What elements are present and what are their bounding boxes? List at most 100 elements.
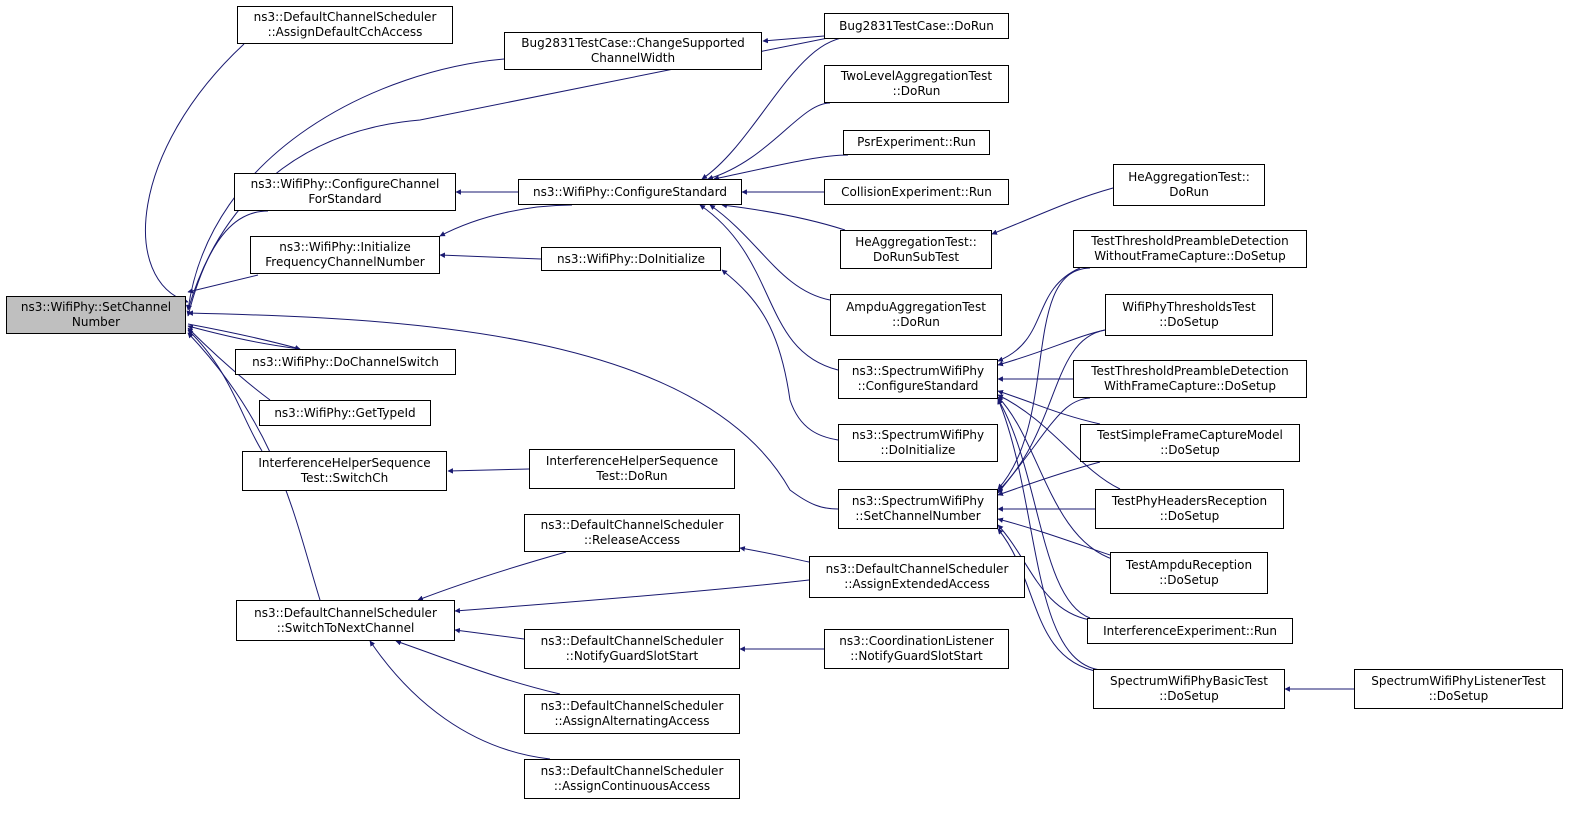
node-label-line: ::DoSetup xyxy=(1159,573,1219,587)
node-label-line: Bug2831TestCase::ChangeSupported xyxy=(521,36,745,50)
node-spectrum-listener-test-do-setup[interactable]: SpectrumWifiPhyListenerTest::DoSetup xyxy=(1354,669,1563,709)
node-assign-alternating-access[interactable]: ns3::DefaultChannelScheduler::AssignAlte… xyxy=(524,694,740,734)
node-label-line: ns3::WifiPhy::Initialize xyxy=(279,240,411,254)
node-get-type-id[interactable]: ns3::WifiPhy::GetTypeId xyxy=(259,400,431,426)
node-notify-guard-slot-start[interactable]: ns3::DefaultChannelScheduler::NotifyGuar… xyxy=(524,629,740,669)
node-label-line: ns3::DefaultChannelScheduler xyxy=(540,699,724,713)
node-label-line: ::AssignContinuousAccess xyxy=(553,779,711,793)
node-simple-frame-capture-do-setup[interactable]: TestSimpleFrameCaptureModel::DoSetup xyxy=(1080,424,1300,462)
node-psr-experiment-run[interactable]: PsrExperiment::Run xyxy=(843,130,990,155)
node-phy-headers-reception-do-setup[interactable]: TestPhyHeadersReception::DoSetup xyxy=(1095,489,1284,529)
node-label-line: AmpduAggregationTest xyxy=(846,300,986,314)
node-label-line: ns3::DefaultChannelScheduler xyxy=(825,562,1009,576)
edge-switch-next-to-assign-extended xyxy=(454,579,810,614)
node-interference-experiment-run[interactable]: InterferenceExperiment::Run xyxy=(1087,618,1293,644)
edge-spectrum-set-channel-to-simple-capture xyxy=(997,461,1101,496)
edge-initialize-frequency-to-do-initialize xyxy=(439,252,542,260)
edge-switch-next-to-release xyxy=(417,551,567,601)
node-two-level-aggregation-do-run[interactable]: TwoLevelAggregationTest::DoRun xyxy=(824,65,1009,103)
edge-spectrum-set-channel-to-threshold-without xyxy=(997,267,1091,490)
node-spectrum-set-channel-number[interactable]: ns3::SpectrumWifiPhy::SetChannelNumber xyxy=(838,489,998,529)
node-label-line: ns3::DefaultChannelScheduler xyxy=(540,764,724,778)
node-label-line: TestThresholdPreambleDetection xyxy=(1091,364,1289,378)
node-label-line: InterferenceHelperSequence xyxy=(258,456,431,470)
node-assign-default-cch-access[interactable]: ns3::DefaultChannelScheduler::AssignDefa… xyxy=(237,6,453,44)
node-release-access[interactable]: ns3::DefaultChannelScheduler::ReleaseAcc… xyxy=(524,514,740,552)
node-assign-extended-access[interactable]: ns3::DefaultChannelScheduler::AssignExte… xyxy=(809,556,1025,598)
node-label-line: HeAggregationTest:: xyxy=(855,234,977,249)
node-bug2831-do-run[interactable]: Bug2831TestCase::DoRun xyxy=(824,13,1009,39)
node-label-line: FrequencyChannelNumber xyxy=(265,255,425,269)
node-label-line: ForStandard xyxy=(308,192,382,206)
node-label-line: ns3::DefaultChannelScheduler xyxy=(254,605,437,620)
node-label-line: TestSimpleFrameCaptureModel xyxy=(1097,428,1283,442)
node-he-aggregation-do-run[interactable]: HeAggregationTest::DoRun xyxy=(1113,164,1265,206)
node-label-line: ::DoSetup xyxy=(1159,315,1219,329)
node-label-line: ::AssignExtendedAccess xyxy=(844,577,990,591)
edge-configure-std-to-spectrum-config xyxy=(699,204,839,371)
node-label-line: ns3::DefaultChannelScheduler xyxy=(540,518,724,532)
node-label-line: TestAmpduReception xyxy=(1125,558,1253,572)
node-label-line: ::DoSetup xyxy=(1159,509,1220,523)
node-label-line: ns3::WifiPhy::DoInitialize xyxy=(556,251,706,266)
edge-spectrum-set-channel-to-interference-exp xyxy=(997,524,1091,621)
edge-spectrum-config-to-phy-headers xyxy=(997,394,1121,490)
edge-configure-std-to-psr xyxy=(713,154,849,181)
edge-spectrum-set-channel-to-threshold-with xyxy=(997,397,1091,494)
node-label-line: ns3::SpectrumWifiPhy xyxy=(851,428,985,442)
node-assign-continuous-access[interactable]: ns3::DefaultChannelScheduler::AssignCont… xyxy=(524,759,740,799)
edge-configure-std-to-two-level xyxy=(707,102,831,181)
node-coordination-listener-notify-guard[interactable]: ns3::CoordinationListener::NotifyGuardSl… xyxy=(824,629,1009,669)
edge-root-to-change-width xyxy=(185,58,505,311)
node-label-line: ::DoSetup xyxy=(1428,689,1489,703)
node-ampdu-aggregation-do-run[interactable]: AmpduAggregationTest::DoRun xyxy=(830,294,1002,336)
node-label-line: HeAggregationTest:: xyxy=(1128,170,1250,184)
node-label-line: Test::DoRun xyxy=(596,469,668,483)
edge-spectrum-config-to-ampdu-reception xyxy=(997,396,1116,561)
node-wifiphy-configure-standard[interactable]: ns3::WifiPhy::ConfigureStandard xyxy=(518,179,742,205)
node-label-line: ::NotifyGuardSlotStart xyxy=(850,649,983,663)
node-he-aggregation-do-run-sub-test[interactable]: HeAggregationTest::DoRunSubTest xyxy=(840,230,992,269)
node-spectrum-basic-test-do-setup[interactable]: SpectrumWifiPhyBasicTest::DoSetup xyxy=(1093,669,1285,709)
node-label-line: Bug2831TestCase::DoRun xyxy=(839,18,994,33)
node-ampdu-reception-do-setup[interactable]: TestAmpduReception::DoSetup xyxy=(1110,552,1268,594)
node-label-line: DoRunSubTest xyxy=(872,249,960,264)
edge-root-to-interference-switch xyxy=(187,329,263,452)
edge-interference-switch-to-do-run xyxy=(447,468,530,474)
node-label-line: ns3::WifiPhy::ConfigureChannel xyxy=(250,177,440,191)
node-spectrum-configure-standard[interactable]: ns3::SpectrumWifiPhy::ConfigureStandard xyxy=(838,359,998,399)
node-label-line: InterferenceExperiment::Run xyxy=(1103,623,1277,638)
node-collision-experiment-run[interactable]: CollisionExperiment::Run xyxy=(824,179,1009,205)
edge-spectrum-config-to-threshold-without xyxy=(997,267,1081,362)
node-label-line: DoRun xyxy=(1169,185,1209,199)
node-label-line: ::DoRun xyxy=(892,84,941,98)
node-wifiphy-do-initialize[interactable]: ns3::WifiPhy::DoInitialize xyxy=(541,247,721,271)
node-wifiphy-thresholds-do-setup[interactable]: WifiPhyThresholdsTest::DoSetup xyxy=(1105,294,1273,336)
edge-change-width-to-bug-do-run xyxy=(762,35,825,44)
edge-initialize-frequency-to-configure-std xyxy=(439,204,573,237)
node-switch-to-next-channel[interactable]: ns3::DefaultChannelScheduler::SwitchToNe… xyxy=(236,600,455,641)
node-label-line: Test::SwitchCh xyxy=(300,471,389,485)
node-do-channel-switch[interactable]: ns3::WifiPhy::DoChannelSwitch xyxy=(235,349,456,375)
node-label-line: ::SetChannelNumber xyxy=(855,509,981,523)
node-label-line: ::SwitchToNextChannel xyxy=(276,620,415,635)
node-label-line: ::DoSetup xyxy=(1160,443,1220,457)
node-label-line: WithFrameCapture::DoSetup xyxy=(1104,379,1276,393)
node-label-line: WifiPhyThresholdsTest xyxy=(1122,300,1256,314)
edge-root-to-do-channel-switch xyxy=(187,324,301,350)
edge-root-to-initialize-frequency xyxy=(187,274,259,294)
node-label-line: Number xyxy=(71,315,121,329)
node-label-line: ns3::WifiPhy::DoChannelSwitch xyxy=(252,354,439,369)
node-label-line: ns3::WifiPhy::ConfigureStandard xyxy=(533,184,727,199)
node-label-line: ::ReleaseAccess xyxy=(583,533,681,547)
edge-switch-next-to-notify-guard xyxy=(454,627,525,640)
node-spectrum-do-initialize[interactable]: ns3::SpectrumWifiPhy::DoInitialize xyxy=(838,424,998,462)
